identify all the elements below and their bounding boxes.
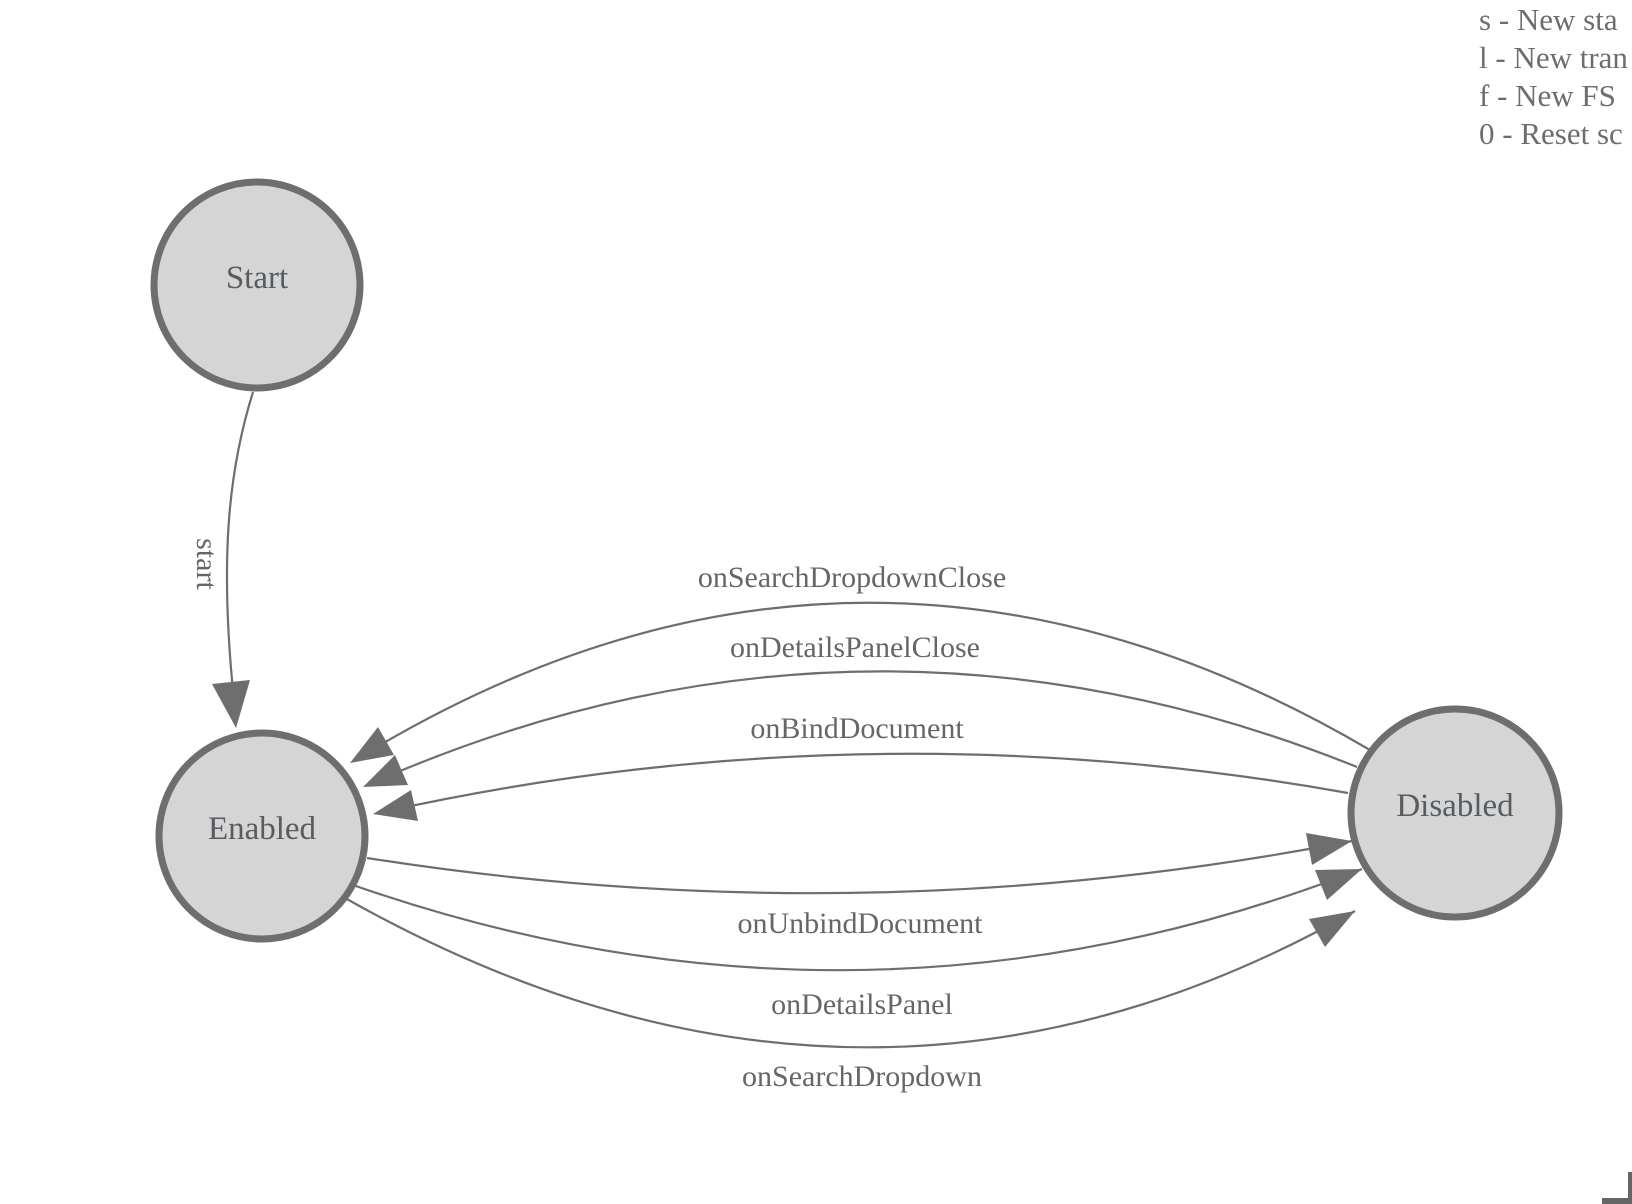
legend-line-new-transition: l - New tran — [1479, 40, 1628, 75]
transition-label-onDetailsPanel[interactable]: onDetailsPanel — [771, 988, 953, 1021]
transition-label-onSearchDropdown[interactable]: onSearchDropdown — [742, 1060, 982, 1093]
transition-edge-start[interactable] — [225, 391, 255, 702]
arrowhead-start-icon — [212, 680, 250, 728]
arrowhead-onDetailsPanelClose-icon — [363, 755, 408, 787]
shortcut-legend: s - New sta l - New tran f - New FS 0 - … — [1479, 1, 1628, 153]
state-label-enabled: Enabled — [208, 811, 317, 847]
arrowhead-onUnbindDocument-icon — [1306, 833, 1352, 865]
arrowhead-onSearchDropdownClose-icon — [350, 727, 394, 763]
legend-line-reset: 0 - Reset sc — [1479, 116, 1623, 151]
legend-line-new-state: s - New sta — [1479, 2, 1618, 37]
transition-label-onSearchDropdownClose[interactable]: onSearchDropdownClose — [698, 561, 1006, 594]
transition-label-onUnbindDocument[interactable]: onUnbindDocument — [738, 907, 984, 940]
transition-edge-onUnbindDocument[interactable] — [366, 839, 1353, 895]
transition-label-onBindDocument[interactable]: onBindDocument — [750, 712, 964, 745]
state-node-enabled[interactable] — [155, 729, 369, 943]
transition-edge-onSearchDropdown[interactable] — [344, 897, 1356, 1049]
arrowhead-onBindDocument-icon — [373, 790, 418, 821]
state-label-disabled: Disabled — [1396, 788, 1514, 824]
transition-label-onDetailsPanelClose[interactable]: onDetailsPanelClose — [730, 631, 980, 664]
state-node-disabled[interactable] — [1347, 705, 1563, 921]
canvas-corner-marker — [1602, 1172, 1632, 1204]
arrowhead-onDetailsPanel-icon — [1315, 869, 1362, 900]
transition-edge-onDetailsPanel[interactable] — [352, 867, 1363, 972]
transition-edge-onBindDocument[interactable] — [382, 752, 1349, 814]
state-node-start[interactable] — [150, 178, 364, 392]
state-label-start: Start — [226, 260, 288, 296]
legend-line-new-fsm: f - New FS — [1479, 78, 1616, 113]
transition-label-start[interactable]: start — [190, 538, 223, 590]
arrowhead-onSearchDropdown-icon — [1309, 911, 1355, 947]
transition-edge-onDetailsPanelClose[interactable] — [371, 670, 1358, 785]
transition-edge-onSearchDropdownClose[interactable] — [359, 601, 1371, 758]
